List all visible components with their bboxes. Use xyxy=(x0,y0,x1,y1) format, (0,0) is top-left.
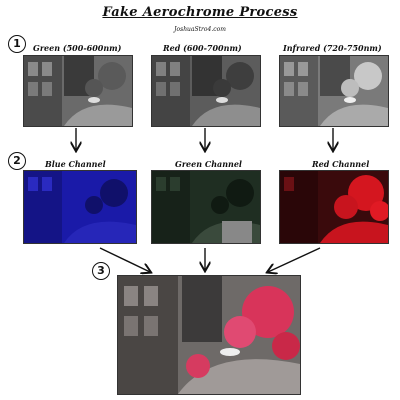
label-green-channel: Green Channel xyxy=(175,159,242,169)
label-green-band: Green (500-600nm) xyxy=(33,43,122,53)
label-blue-channel: Blue Channel xyxy=(45,159,106,169)
label-red-channel: Red Channel xyxy=(312,159,370,169)
step-2-badge: 2 xyxy=(8,152,26,170)
channel-red xyxy=(279,170,389,244)
step-1-badge: 1 xyxy=(8,35,26,53)
channel-blue xyxy=(23,170,137,244)
arrow-red-to-result xyxy=(268,247,321,272)
photo-infrared-band xyxy=(279,55,389,127)
arrow-blue-to-result xyxy=(99,247,150,272)
diagram-subtitle: JoshuaStro4.com xyxy=(174,26,226,33)
channel-green xyxy=(151,170,261,244)
photo-red-band xyxy=(151,55,261,127)
diagram-title: Fake Aerochrome Process xyxy=(102,5,298,20)
photo-green-band xyxy=(23,55,133,127)
photo-combined-result xyxy=(117,275,301,395)
step-3-badge: 3 xyxy=(92,262,110,280)
label-red-band: Red (600-700nm) xyxy=(163,43,242,53)
label-infrared-band: Infrared (720-750nm) xyxy=(283,43,382,53)
